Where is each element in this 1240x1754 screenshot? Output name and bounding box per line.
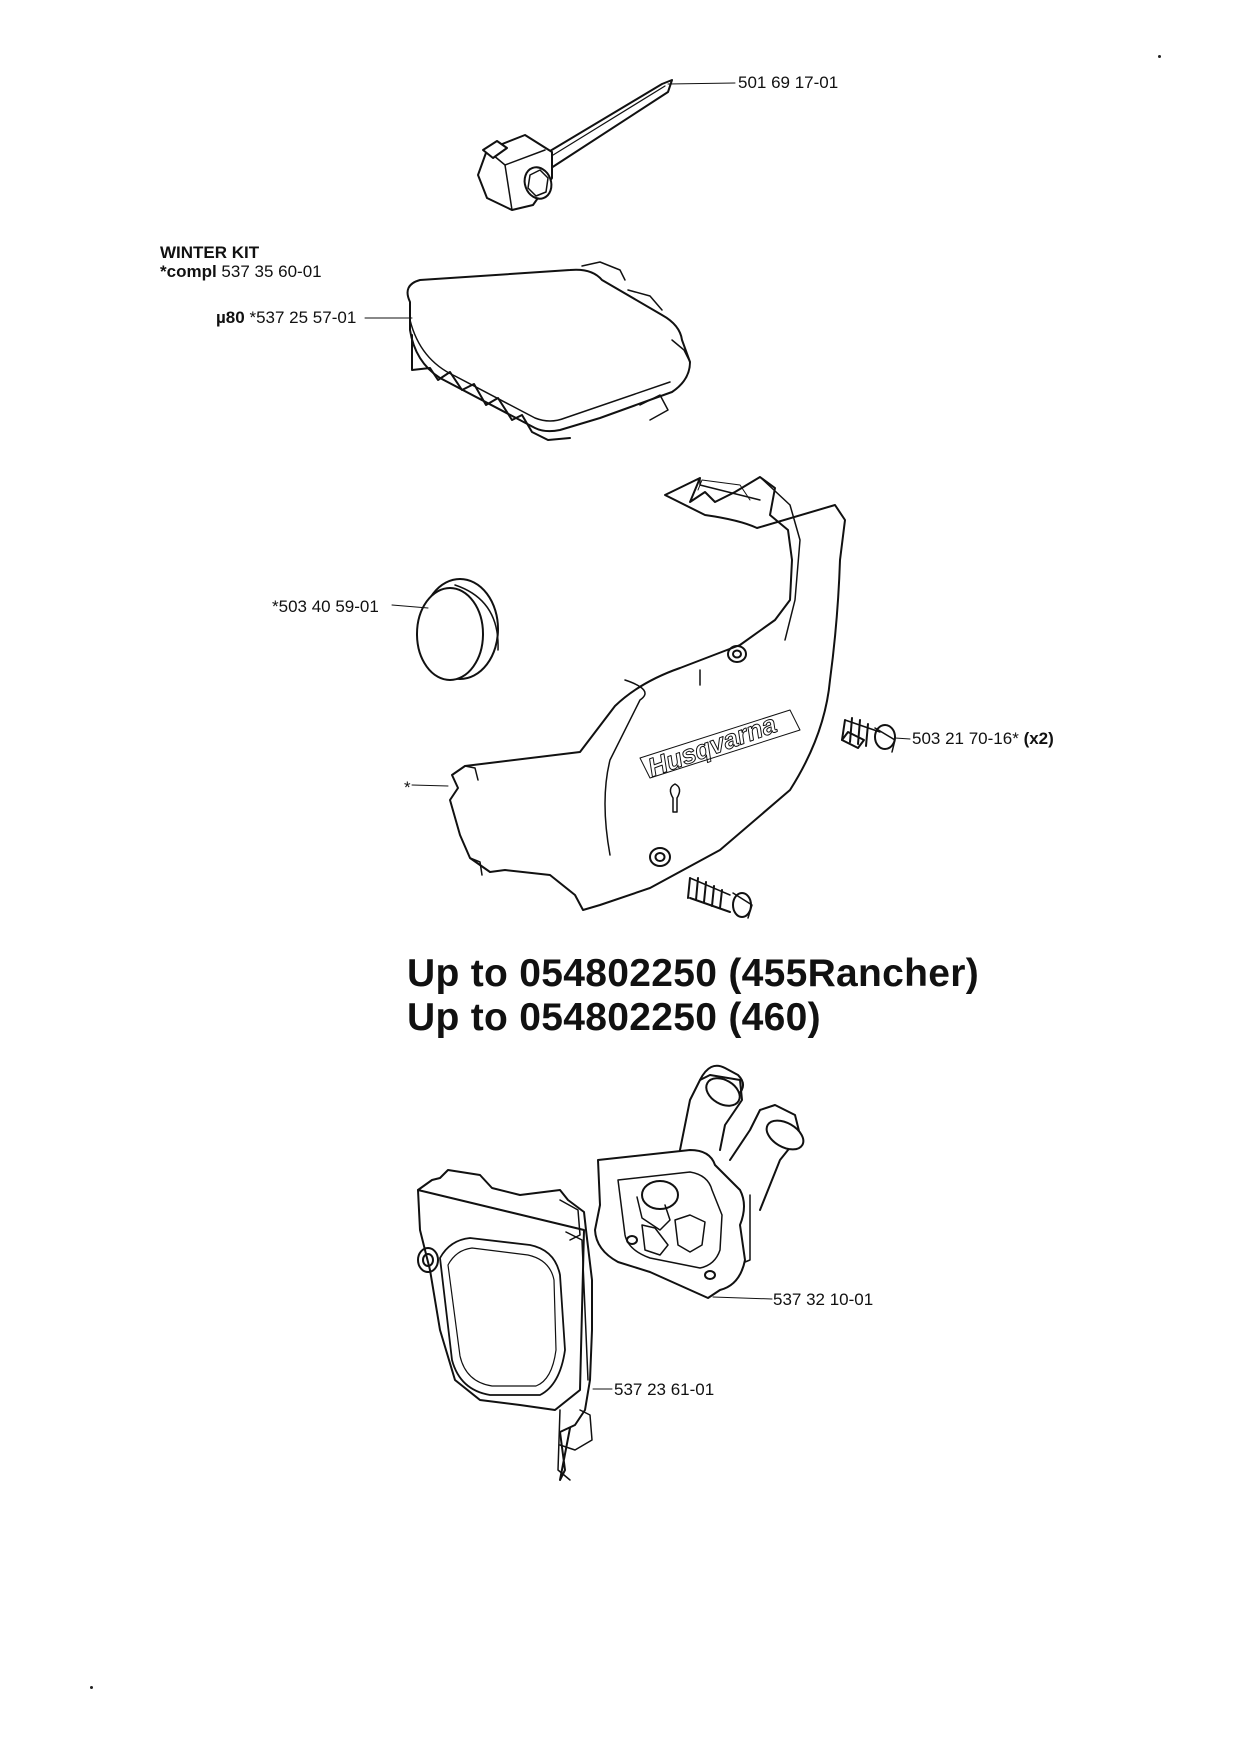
cover-prefix: µ80 bbox=[216, 308, 245, 327]
screw-number: 503 21 70-16* bbox=[912, 729, 1019, 748]
heading-line-1: Up to 054802250 (455Rancher) bbox=[407, 952, 980, 995]
winter-kit-compl-prefix: *compl bbox=[160, 262, 217, 281]
screw-qty: (x2) bbox=[1023, 729, 1054, 748]
heading-line-2: Up to 054802250 (460) bbox=[407, 996, 821, 1039]
combination-wrench-tool bbox=[477, 79, 736, 211]
plug-part-number: *503 40 59-01 bbox=[272, 597, 379, 616]
side-cover: Husqvarna bbox=[411, 476, 846, 911]
intake-part-number: 537 32 10-01 bbox=[773, 1290, 874, 1309]
scan-dot-bottom bbox=[90, 1686, 93, 1689]
side-cover-marker: * bbox=[404, 778, 411, 797]
screw-part-number: 503 21 70-16* (x2) bbox=[912, 729, 1054, 749]
winter-kit-compl: *compl 537 35 60-01 bbox=[160, 262, 322, 282]
baffle-part-number: 537 23 61-01 bbox=[614, 1380, 715, 1399]
baffle-cover bbox=[417, 1169, 613, 1481]
winter-kit-compl-number: 537 35 60-01 bbox=[221, 262, 322, 281]
intake-manifold bbox=[594, 1064, 805, 1300]
rubber-plug bbox=[391, 578, 499, 681]
tool-part-number: 501 69 17-01 bbox=[738, 73, 839, 92]
scan-dot-top bbox=[1158, 55, 1161, 58]
screw-upper bbox=[841, 717, 911, 753]
screw-lower bbox=[687, 877, 753, 919]
cover-part-number: µ80 *537 25 57-01 bbox=[216, 308, 356, 328]
winter-kit-title: WINTER KIT bbox=[160, 243, 260, 262]
winter-kit-cover bbox=[364, 261, 691, 441]
cover-number: *537 25 57-01 bbox=[249, 308, 357, 327]
